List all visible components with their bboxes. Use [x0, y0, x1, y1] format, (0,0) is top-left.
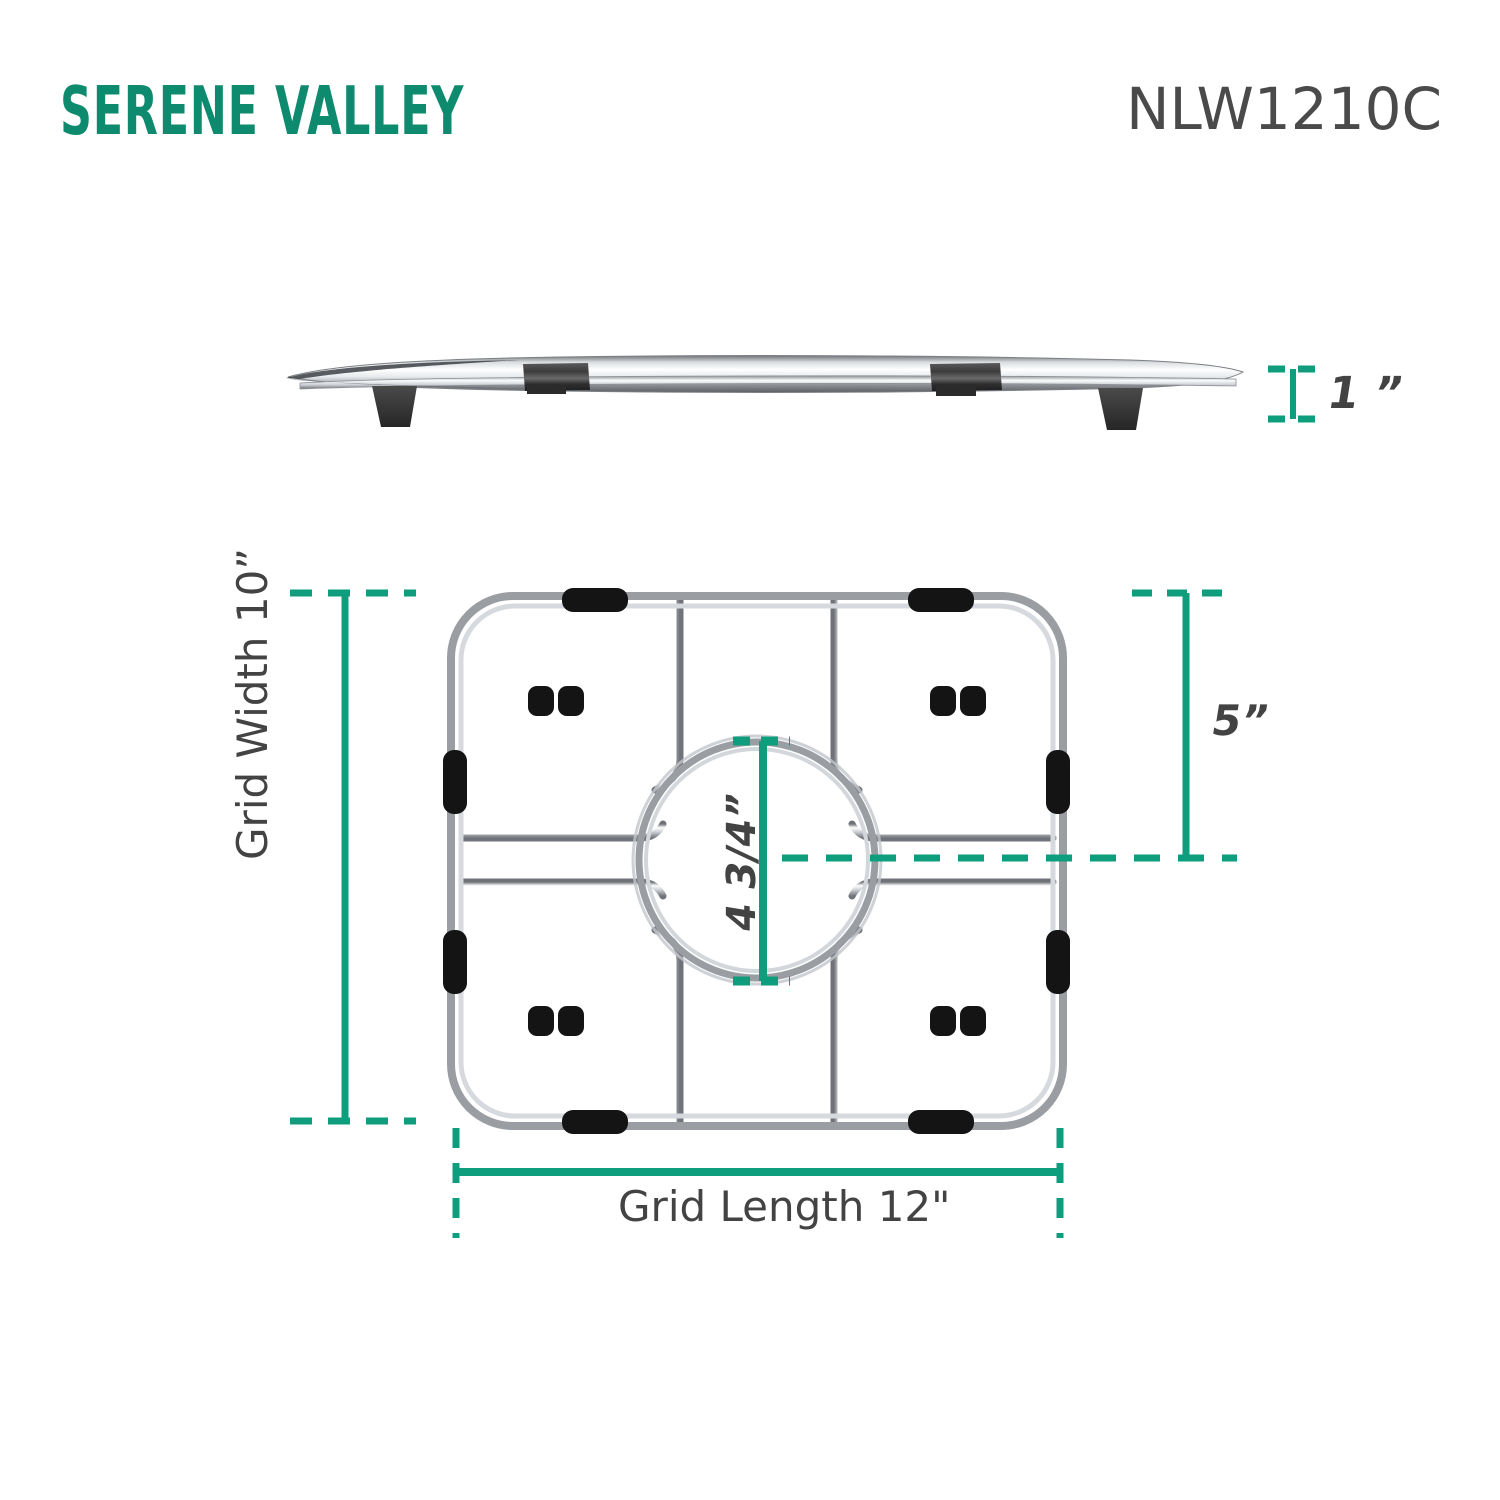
model-number: NLW1210C — [1126, 75, 1442, 143]
brand-logo: SERENE VALLEY — [60, 72, 465, 151]
dimension-label-right-offset: 5” — [1208, 696, 1273, 745]
side-view-bumper-clip-left — [523, 363, 590, 394]
dimension-label-grid-width: Grid Width 10” — [228, 547, 277, 860]
dimension-label-center-hole: 4 3/4” — [719, 789, 765, 935]
side-view-rubber-foot-right — [1098, 388, 1143, 430]
dimension-label-side-height: 1 ” — [1324, 368, 1407, 419]
side-view-rod — [286, 355, 1245, 393]
side-view-bumper-clip-right — [930, 363, 1002, 396]
side-view-rubber-foot-left — [372, 386, 417, 427]
dimension-label-grid-length: Grid Length 12" — [618, 1182, 951, 1231]
